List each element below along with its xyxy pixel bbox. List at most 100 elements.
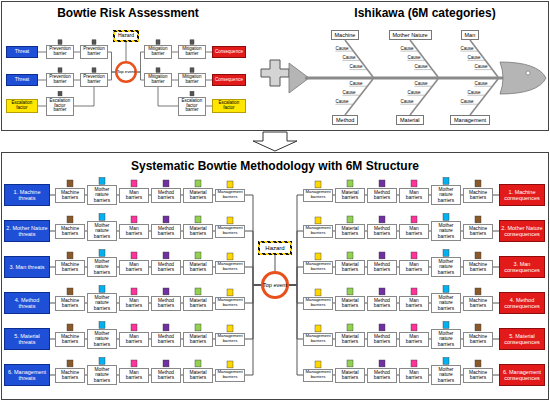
barrier-box: Prevention barrier xyxy=(80,45,108,59)
node-text: Escalation factor barrier xyxy=(48,99,72,114)
barrier-box: Machine barriers xyxy=(55,332,85,347)
barrier-box: Material barriers xyxy=(335,368,365,383)
node-text: Method barriers xyxy=(153,190,179,201)
threat-box: 2. Mother Nature threats xyxy=(4,220,50,242)
node-text: Method barriers xyxy=(153,298,179,309)
barrier-symbol xyxy=(190,68,194,73)
node-text: Material barriers xyxy=(185,226,211,237)
node-text: Man barriers xyxy=(401,298,427,309)
cause-label: Cause xyxy=(460,99,473,104)
node-text: Mother nature barriers xyxy=(89,187,115,203)
node-text: Mother nature barriers xyxy=(89,331,115,347)
cause-label: Cause xyxy=(342,55,355,60)
cause-tick xyxy=(474,86,492,87)
barrier-symbol xyxy=(99,178,105,185)
node-text: Prevention barrier xyxy=(48,75,72,85)
node-text: 1. Machine consequences xyxy=(501,189,543,201)
barrier-box: Prevention barrier xyxy=(80,73,108,87)
node-text: Mitigation barrier xyxy=(180,47,204,57)
threat-box: 1. Machine threats xyxy=(4,184,50,206)
cause-tick xyxy=(460,51,478,52)
node-text: Consequence xyxy=(214,78,244,83)
consequence-box: 4. Method consequences xyxy=(499,292,545,314)
barrier-symbol xyxy=(92,40,96,45)
node-text: Management barriers xyxy=(305,190,331,199)
cause-tick xyxy=(474,69,492,70)
node-text: Machine barriers xyxy=(465,334,491,345)
cause-tick xyxy=(414,69,432,70)
node-text: Machine barriers xyxy=(465,226,491,237)
barrier-box: Method barriers xyxy=(151,224,181,239)
cause-tick xyxy=(407,60,425,61)
barrier-box: Material barriers xyxy=(183,332,213,347)
node-text: Mother nature barriers xyxy=(433,223,459,239)
barrier-symbol xyxy=(227,181,233,188)
barrier-symbol xyxy=(163,288,169,295)
barrier-box: Mother nature barriers xyxy=(431,185,461,205)
node-text: Machine barriers xyxy=(465,370,491,381)
consequence-box: 1. Machine consequences xyxy=(499,184,545,206)
barrier-symbol xyxy=(227,253,233,260)
node-text: Top event xyxy=(262,282,288,288)
connector-line xyxy=(275,255,276,271)
threat-box: 3. Man threats xyxy=(4,256,50,278)
cause-label: Cause xyxy=(342,90,355,95)
barrier-box: Management barriers xyxy=(303,297,333,310)
barrier-box: Mother nature barriers xyxy=(87,185,117,205)
node-text: Method barriers xyxy=(369,370,395,381)
barrier-symbol xyxy=(67,288,73,295)
barrier-box: Method barriers xyxy=(367,260,397,275)
barrier-box: Management barriers xyxy=(215,369,245,382)
cause-label: Cause xyxy=(335,46,348,51)
node-text: Method barriers xyxy=(369,298,395,309)
node-text: Machine xyxy=(335,32,356,38)
node-text: Material barriers xyxy=(337,262,363,273)
barrier-symbol xyxy=(379,216,385,223)
barrier-symbol xyxy=(443,214,449,221)
barrier-symbol xyxy=(99,214,105,221)
connector-line xyxy=(50,285,261,375)
barrier-box: Material barriers xyxy=(335,332,365,347)
node-text: Mother nature barriers xyxy=(89,295,115,311)
cause-label: Cause xyxy=(474,81,487,86)
threat-box: Threat xyxy=(6,46,38,58)
node-text: Mother nature barriers xyxy=(433,295,459,311)
barrier-symbol xyxy=(347,288,353,295)
barrier-box: Man barriers xyxy=(399,332,429,347)
fish-eye xyxy=(526,71,530,75)
cause-tick xyxy=(335,104,353,105)
consequence-box: 2. Mother Nature consequences xyxy=(499,220,545,242)
barrier-symbol xyxy=(379,252,385,259)
barrier-box: Mother nature barriers xyxy=(431,293,461,313)
barrier-box: Man barriers xyxy=(399,296,429,311)
node-text: 4. Method consequences xyxy=(501,297,543,309)
barrier-symbol xyxy=(411,360,417,367)
cause-tick xyxy=(400,104,418,105)
barrier-symbol xyxy=(92,68,96,73)
consequence-box: 5. Material consequences xyxy=(499,328,545,350)
node-text: Material barriers xyxy=(185,334,211,345)
barrier-symbol xyxy=(131,180,137,187)
barrier-box: Mitigation barrier xyxy=(178,45,206,59)
barrier-box: Material barriers xyxy=(183,260,213,275)
barrier-symbol xyxy=(131,252,137,259)
node-text: Method barriers xyxy=(153,334,179,345)
node-text: Threat xyxy=(8,49,36,55)
plus-symbol xyxy=(261,60,289,86)
barrier-box: Machine barriers xyxy=(55,188,85,203)
threat-box: 4. Method threats xyxy=(4,292,50,314)
barrier-symbol xyxy=(443,250,449,257)
cause-label: Cause xyxy=(407,55,420,60)
category-box: Material xyxy=(396,115,424,125)
barrier-box: Mother nature barriers xyxy=(431,257,461,277)
node-text: Machine barriers xyxy=(57,190,83,201)
barrier-symbol xyxy=(195,216,201,223)
barrier-box: Material barriers xyxy=(183,188,213,203)
barrier-symbol xyxy=(379,180,385,187)
connector-line xyxy=(289,285,499,375)
barrier-symbol xyxy=(131,216,137,223)
hazard-box: Hazard xyxy=(113,30,139,42)
barrier-symbol xyxy=(163,324,169,331)
category-box: Management xyxy=(450,115,490,125)
connector-line xyxy=(50,195,261,285)
